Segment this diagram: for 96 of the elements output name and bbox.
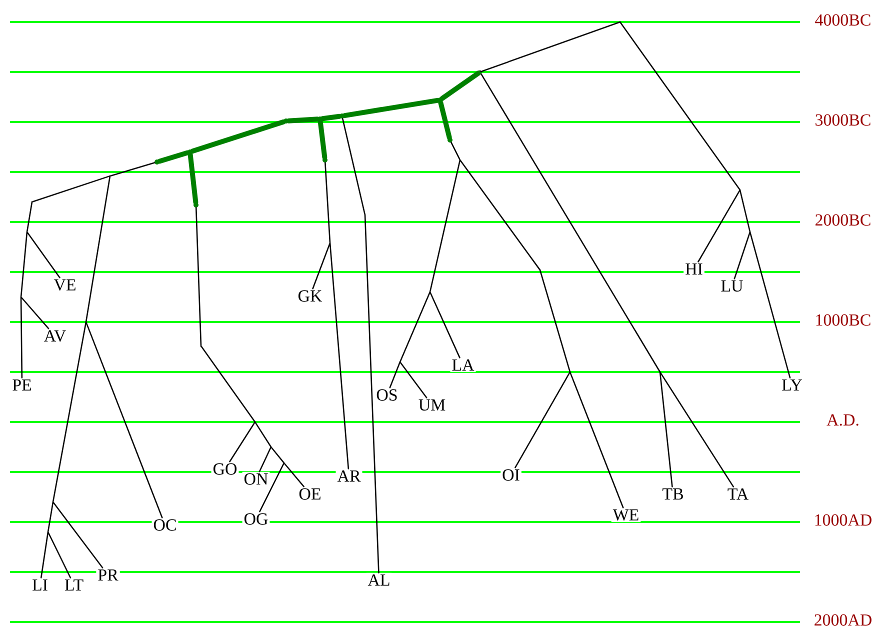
year-label: A.D. (826, 414, 858, 426)
branch-line (26, 232, 60, 278)
branch-point (194, 202, 198, 208)
branch-line (259, 463, 284, 512)
language-label: GK (296, 288, 324, 304)
branch-line (750, 232, 791, 378)
branch-line (21, 297, 50, 330)
language-label: VE (52, 278, 78, 292)
year-label: 2000BC (816, 214, 870, 226)
branch-line (318, 119, 328, 160)
branch-line (342, 118, 366, 215)
branch-line (734, 232, 750, 280)
branch-line (40, 532, 48, 578)
language-label: OI (500, 468, 522, 482)
branch-line (190, 119, 286, 154)
language-label: UM (416, 398, 448, 412)
branch-point (154, 160, 160, 164)
branch-line (460, 160, 540, 270)
branch-point (322, 158, 328, 162)
branch-line (740, 190, 750, 232)
language-label: ON (242, 472, 270, 486)
branch-line (48, 502, 54, 532)
branch-line (481, 22, 620, 72)
branch-line (660, 372, 734, 488)
branch-line (570, 372, 624, 508)
branch-point (188, 150, 192, 154)
year-label: 1000AD (815, 514, 872, 526)
branch-point (448, 138, 452, 142)
branch-line (440, 70, 482, 101)
language-label: PE (10, 378, 34, 392)
branch-line (400, 362, 428, 398)
branch-line (620, 22, 740, 190)
branch-line (20, 232, 28, 297)
branch-line (284, 463, 304, 488)
branch-line (157, 150, 190, 164)
language-label: TB (660, 486, 686, 502)
branch-point (478, 70, 482, 74)
branch-line (430, 160, 460, 292)
branch-line (320, 114, 342, 122)
language-label: LA (450, 358, 476, 372)
language-label: AV (42, 328, 68, 344)
branch-point (340, 114, 344, 118)
branch-line (400, 292, 430, 362)
branch-line (86, 322, 163, 518)
language-label: OE (297, 486, 323, 502)
branch-line (430, 292, 460, 358)
branch-line (270, 447, 284, 463)
branch-line (188, 152, 198, 205)
language-label: AR (336, 468, 362, 484)
branch-point (438, 98, 442, 102)
language-label: OS (374, 388, 400, 402)
language-label: HI (684, 262, 704, 276)
language-label: WE (611, 508, 641, 522)
branch-line (364, 215, 380, 574)
branch-line (286, 116, 320, 124)
year-label: 2000AD (814, 614, 872, 626)
language-label: LI (30, 578, 50, 592)
language-label: LU (719, 278, 745, 294)
branch-line (32, 176, 110, 202)
language-label: GO (211, 462, 239, 476)
branch-line (342, 98, 440, 118)
branch-line (450, 142, 460, 160)
branch-line (514, 372, 570, 468)
branch-line (438, 100, 452, 140)
branch-line (480, 72, 660, 372)
branch-line (52, 322, 86, 502)
branch-line (389, 362, 400, 388)
language-label: LT (62, 578, 86, 592)
branch-line (329, 243, 350, 470)
branch-line (86, 176, 110, 322)
branch-line (110, 162, 156, 176)
branch-line (312, 243, 330, 290)
branch-line (540, 270, 570, 372)
language-label: AL (366, 572, 392, 588)
branch-line (20, 297, 23, 378)
branch-line (659, 372, 673, 488)
branch-line (254, 422, 272, 447)
branch-line (258, 447, 272, 472)
language-label: OG (242, 512, 270, 526)
language-label: PR (96, 568, 120, 582)
language-label: TA (726, 486, 750, 502)
branch-line (698, 190, 740, 262)
branch-line (229, 422, 256, 462)
branch-line (48, 532, 72, 578)
branch-point (284, 118, 288, 124)
branch-point (318, 116, 322, 122)
branch-line (200, 346, 256, 422)
year-label: 1000BC (816, 314, 870, 326)
branch-line (52, 502, 104, 568)
branch-line (26, 202, 32, 232)
branch-line (324, 162, 331, 243)
year-label: 3000BC (816, 114, 870, 126)
branch-line (195, 207, 202, 346)
language-label: LY (780, 378, 804, 392)
language-label: OC (152, 518, 178, 532)
year-label: 4000BC (815, 14, 870, 26)
